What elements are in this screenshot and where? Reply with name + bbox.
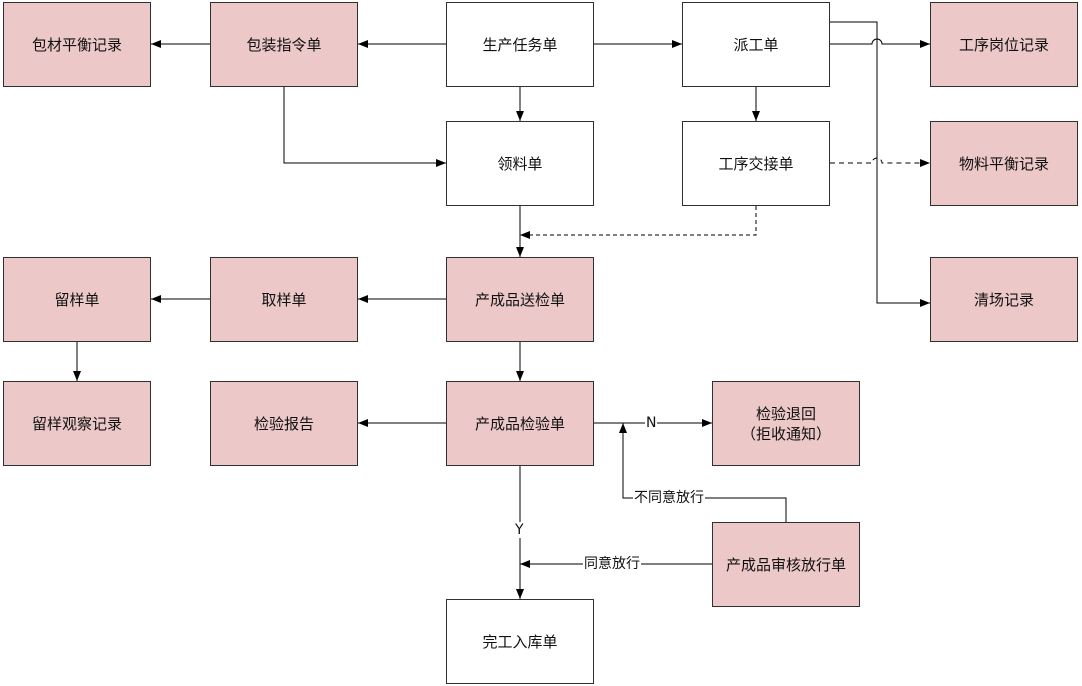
arrow-packing-to-requisition	[283, 87, 446, 167]
post-record-box: 工序岗位记录	[930, 2, 1078, 87]
release-review-box: 产成品审核放行单	[712, 522, 860, 607]
approve-release-label: 同意放行	[583, 556, 641, 572]
arrow-dispatch-to-post-record	[830, 38, 930, 48]
inspection-report-box: 检验报告	[210, 381, 358, 466]
reject-release-label: 不同意放行	[633, 490, 705, 506]
packing-order-box: 包装指令单	[210, 2, 358, 87]
arrow-handover-to-inspection-request	[520, 206, 757, 239]
clearance-record-box: 清场记录	[930, 257, 1078, 342]
arrow-handover-to-material-balance	[830, 157, 930, 167]
production-task-box: 生产任务单	[446, 2, 594, 87]
material-balance-box: 物料平衡记录	[930, 121, 1078, 206]
inspection-request-box: 产成品送检单	[446, 257, 594, 342]
rejection-notice-box: 检验退回 （拒收通知）	[712, 381, 860, 466]
retained-sample-box: 留样单	[3, 257, 151, 342]
yes-label: Y	[514, 522, 525, 538]
warehousing-box: 完工入库单	[446, 599, 594, 684]
no-label: N	[645, 415, 658, 431]
baocai-balance-record-box: 包材平衡记录	[3, 2, 151, 87]
handover-box: 工序交接单	[682, 121, 830, 206]
requisition-box: 领料单	[446, 121, 594, 206]
arrow-dispatch-to-clearance	[830, 21, 930, 307]
sample-observation-box: 留样观察记录	[3, 381, 151, 466]
sampling-box: 取样单	[210, 257, 358, 342]
dispatch-box: 派工单	[682, 2, 830, 87]
inspection-sheet-box: 产成品检验单	[446, 381, 594, 466]
